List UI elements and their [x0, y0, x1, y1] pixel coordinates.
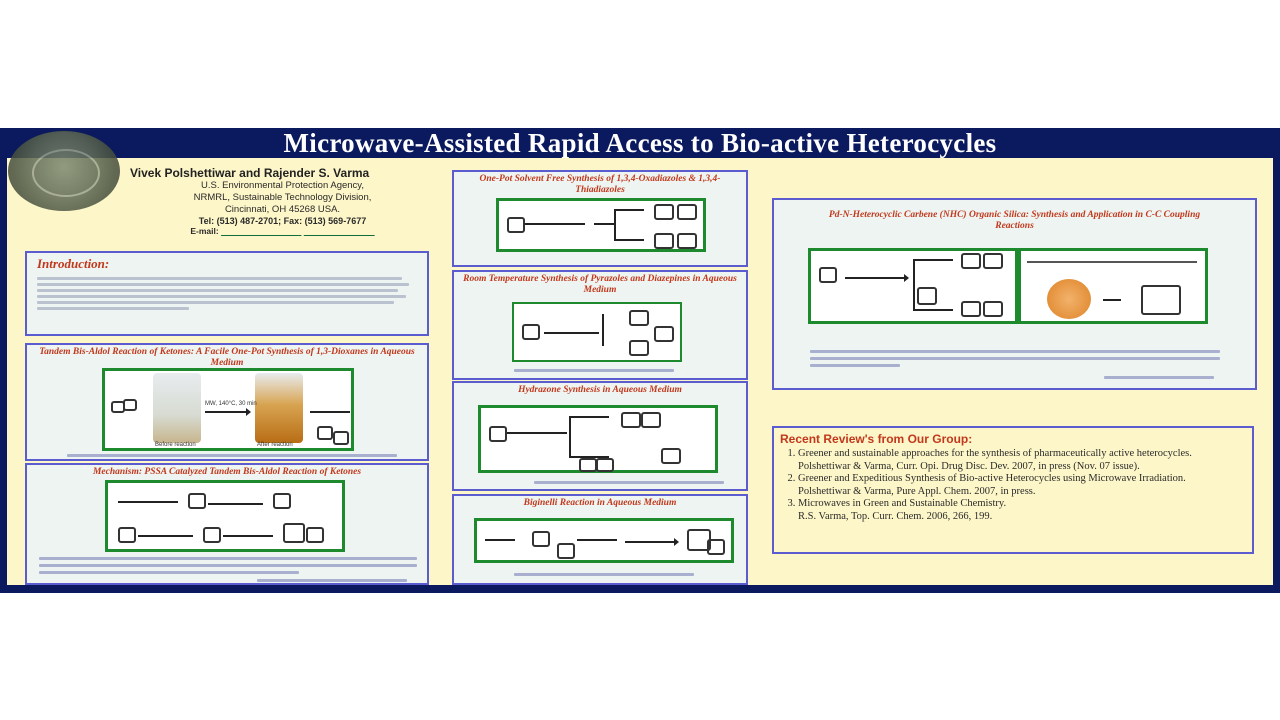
- one-pot-solvent-free-panel: One-Pot Solvent Free Synthesis of 1,3,4-…: [452, 170, 748, 267]
- review-citation: R.S. Varma, Top. Curr. Chem. 2006, 266, …: [798, 510, 993, 522]
- review-citation: Polshettiwar & Varma, Pure Appl. Chem. 2…: [798, 485, 1036, 497]
- introduction-text: [27, 272, 427, 315]
- room-temperature-panel: Room Temperature Synthesis of Pyrazoles …: [452, 270, 748, 380]
- hydrazone-title: Hydrazone Synthesis in Aqueous Medium: [518, 385, 682, 395]
- mechanism-panel: Mechanism: PSSA Catalyzed Tandem Bis-Ald…: [25, 463, 429, 585]
- right-frame: [1273, 158, 1280, 585]
- introduction-panel: Introduction:: [25, 251, 429, 336]
- poster-title: Microwave-Assisted Rapid Access to Bio-a…: [0, 128, 1280, 158]
- reviews-list: Greener and sustainable approaches for t…: [774, 448, 1252, 523]
- oxadiazole-scheme: [496, 198, 706, 252]
- email-line: E-mail:: [125, 226, 440, 236]
- email-link-2[interactable]: [304, 226, 375, 236]
- one-pot-solvent-free-title: One-Pot Solvent Free Synthesis of 1,3,4-…: [479, 174, 721, 195]
- email-link-1[interactable]: [221, 226, 301, 236]
- biginelli-panel: Biginelli Reaction in Aqueous Medium: [452, 494, 748, 585]
- mechanism-scheme: [105, 480, 345, 552]
- bottom-frame: [0, 585, 1280, 593]
- tandem-bis-aldol-title: Tandem Bis-Aldol Reaction of Ketones: A …: [39, 347, 415, 368]
- biginelli-scheme: [474, 518, 734, 563]
- review-item: Greener and sustainable approaches for t…: [798, 448, 1244, 473]
- recent-reviews-title: Recent Review's from Our Group:: [780, 432, 973, 446]
- review-text: Greener and sustainable approaches for t…: [798, 448, 1192, 459]
- recent-reviews-panel: Recent Review's from Our Group: Greener …: [772, 426, 1254, 554]
- affiliation-line-2: NRMRL, Sustainable Technology Division,: [193, 192, 372, 203]
- affiliation-line-3: Cincinnati, OH 45268 USA.: [224, 204, 341, 215]
- phone-fax: Tel: (513) 487-2701; Fax: (513) 569-7677: [198, 216, 367, 226]
- left-frame: [0, 158, 7, 585]
- introduction-heading: Introduction:: [37, 256, 110, 271]
- authors-block: Vivek Polshettiwar and Rajender S. Varma…: [125, 166, 440, 236]
- tube-after-label: After reaction: [257, 442, 293, 448]
- pyrazole-scheme: [512, 302, 682, 362]
- email-label: E-mail:: [190, 226, 219, 236]
- review-item: Microwaves in Green and Sustainable Chem…: [798, 498, 1244, 523]
- pd-nhc-title: Pd-N-Heterocyclic Carbene (NHC) Organic …: [828, 210, 1201, 231]
- tandem-scheme: Before reaction After reaction MW, 140°C…: [102, 368, 354, 451]
- hydrazone-panel: Hydrazone Synthesis in Aqueous Medium: [452, 381, 748, 491]
- review-text: Microwaves in Green and Sustainable Chem…: [798, 498, 1007, 509]
- hydrazone-scheme: [478, 405, 718, 473]
- tandem-bis-aldol-panel: Tandem Bis-Aldol Reaction of Ketones: A …: [25, 343, 429, 461]
- affiliation-line-1: U.S. Environmental Protection Agency,: [201, 180, 364, 191]
- review-text: Greener and Expeditious Synthesis of Bio…: [798, 473, 1186, 484]
- poster: Microwave-Assisted Rapid Access to Bio-a…: [0, 128, 1280, 593]
- silica-nhc-scheme: [1018, 248, 1208, 324]
- mechanism-title: Mechanism: PSSA Catalyzed Tandem Bis-Ald…: [92, 467, 362, 477]
- biginelli-title: Biginelli Reaction in Aqueous Medium: [523, 498, 677, 508]
- agency-seal-logo: [8, 131, 120, 211]
- review-item: Greener and Expeditious Synthesis of Bio…: [798, 473, 1244, 498]
- tube-before-label: Before reaction: [155, 442, 196, 448]
- author-names: Vivek Polshettiwar and Rajender S. Varma: [130, 166, 370, 180]
- reaction-conditions: MW, 140°C, 30 min: [205, 401, 257, 407]
- coupling-scheme: [808, 248, 1018, 324]
- room-temperature-title: Room Temperature Synthesis of Pyrazoles …: [463, 274, 737, 295]
- pd-nhc-panel: Pd-N-Heterocyclic Carbene (NHC) Organic …: [772, 198, 1257, 390]
- review-citation: Polshettiwar & Varma, Curr. Opi. Drug Di…: [798, 460, 1140, 472]
